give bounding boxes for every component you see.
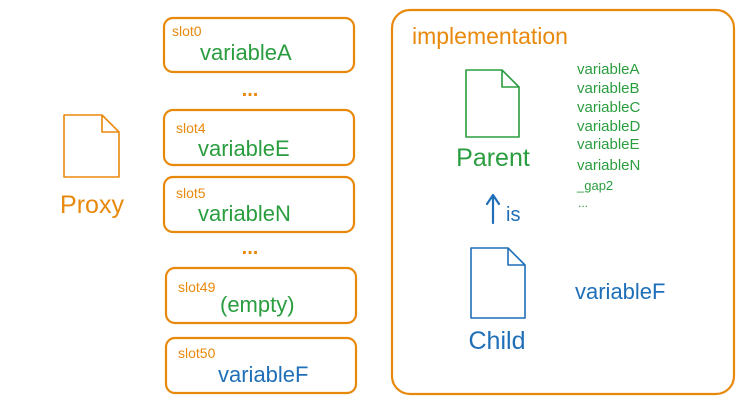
storage-slots: slot0 variableA ... slot4 variableE slot…	[162, 16, 358, 395]
parent-variable: variableE	[577, 136, 640, 153]
slot-label: slot50	[178, 345, 216, 361]
parent-variable: variableA	[577, 61, 640, 78]
proxy-label: Proxy	[60, 191, 124, 219]
slot-value: variableE	[198, 136, 290, 161]
slot-value: (empty)	[220, 292, 295, 317]
ellipsis: ...	[242, 79, 259, 101]
slot-box: slot4 variableE	[162, 108, 356, 167]
implementation-title: implementation	[412, 23, 568, 49]
up-arrow-icon	[485, 193, 501, 225]
proxy-document-icon	[63, 114, 120, 178]
parent-variable: variableB	[577, 80, 640, 97]
child-variable: variableF	[575, 279, 665, 304]
slot-box: slot50 variableF	[164, 336, 358, 395]
slot-label: slot49	[178, 279, 216, 295]
parent-variable-list: variableA variableB variableC variableD …	[576, 61, 641, 210]
proxy-group: Proxy	[60, 114, 124, 219]
slot-label: slot5	[176, 185, 206, 201]
child-document-icon	[470, 247, 526, 319]
parent-variable: variableC	[577, 99, 641, 116]
slot-box: slot49 (empty)	[164, 266, 358, 325]
parent-variable: variableD	[577, 118, 641, 135]
implementation-box: implementation Parent variableA variable…	[390, 8, 736, 396]
slot-label: slot4	[176, 120, 206, 136]
slot-box: slot5 variableN	[162, 175, 356, 234]
is-relation: is	[485, 193, 520, 226]
parent-variable: _gap2	[576, 178, 613, 193]
parent-label: Parent	[456, 144, 530, 172]
ellipsis: ...	[242, 237, 259, 259]
slot-value: variableF	[218, 362, 308, 387]
parent-document-icon	[465, 69, 520, 138]
parent-variable: variableN	[577, 157, 640, 174]
slot-box: slot0 variableA	[162, 16, 356, 74]
child-label: Child	[469, 327, 526, 355]
slot-value: variableA	[200, 40, 292, 65]
slot-value: variableN	[198, 201, 291, 226]
parent-variable: ...	[578, 196, 588, 210]
relation-label: is	[506, 204, 520, 226]
slot-label: slot0	[172, 23, 202, 39]
